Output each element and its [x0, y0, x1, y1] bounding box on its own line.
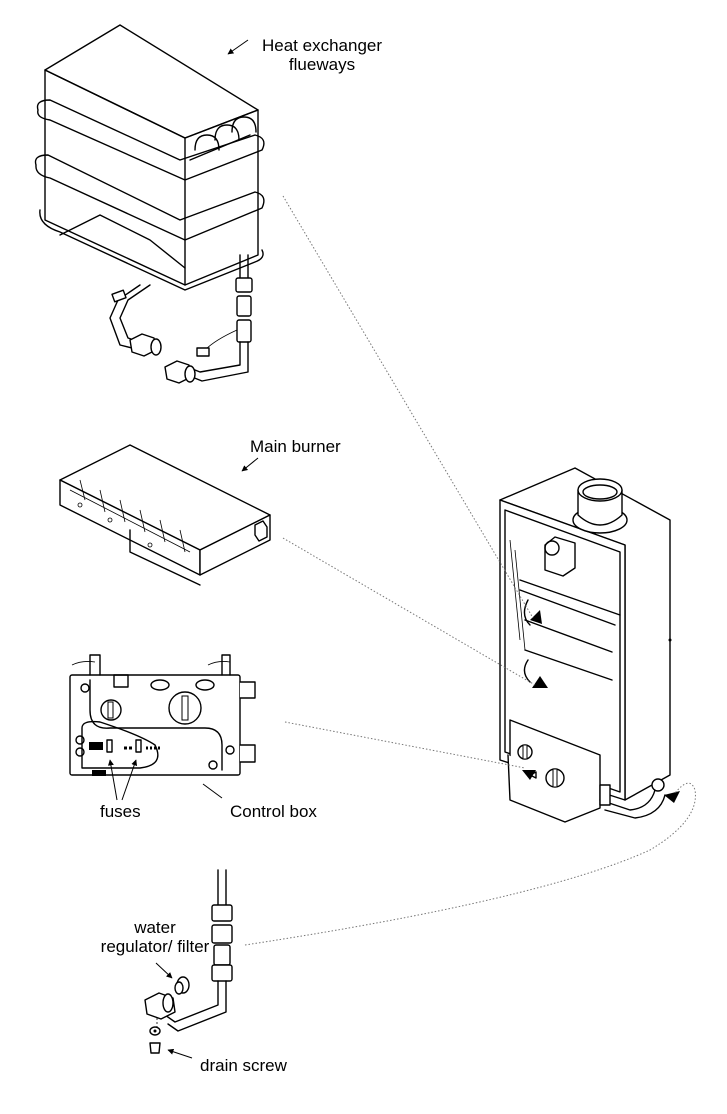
- heat-exchanger-illustration: [34, 24, 265, 384]
- heat-exchanger-label-line1: Heat exchanger: [262, 36, 383, 55]
- drain-screw-pointer: [167, 1048, 193, 1059]
- fuses-label: fuses: [100, 802, 141, 821]
- water-regulator-pointer: [155, 962, 173, 979]
- heat-exchanger-label: Heat exchanger flueways: [262, 36, 382, 74]
- control-box-illustration: [69, 654, 256, 776]
- leader-heat-exchanger: [282, 195, 534, 619]
- heat-exchanger-pointer: [227, 39, 249, 55]
- drain-screw-label: drain screw: [200, 1056, 287, 1075]
- water-heater-unit-illustration: [499, 467, 680, 823]
- leader-water-regulator: [244, 782, 696, 946]
- control-box-label: Control box: [230, 802, 317, 821]
- water-regulator-label: water regulator/ filter: [90, 918, 220, 956]
- water-regulator-label-line1: water: [134, 918, 176, 937]
- main-burner-label: Main burner: [250, 437, 341, 456]
- heat-exchanger-label-line2: flueways: [288, 55, 356, 74]
- main-burner-illustration: [59, 444, 271, 586]
- fuse-pointer-left: [107, 759, 118, 801]
- water-regulator-illustration: [144, 869, 233, 1054]
- leader-main-burner: [282, 537, 536, 686]
- leader-control-box: [284, 721, 526, 769]
- water-regulator-label-line2: regulator/ filter: [100, 937, 210, 956]
- main-burner-pointer: [241, 457, 259, 472]
- control-box-pointer: [202, 783, 223, 799]
- fuse-pointer-right: [121, 759, 138, 801]
